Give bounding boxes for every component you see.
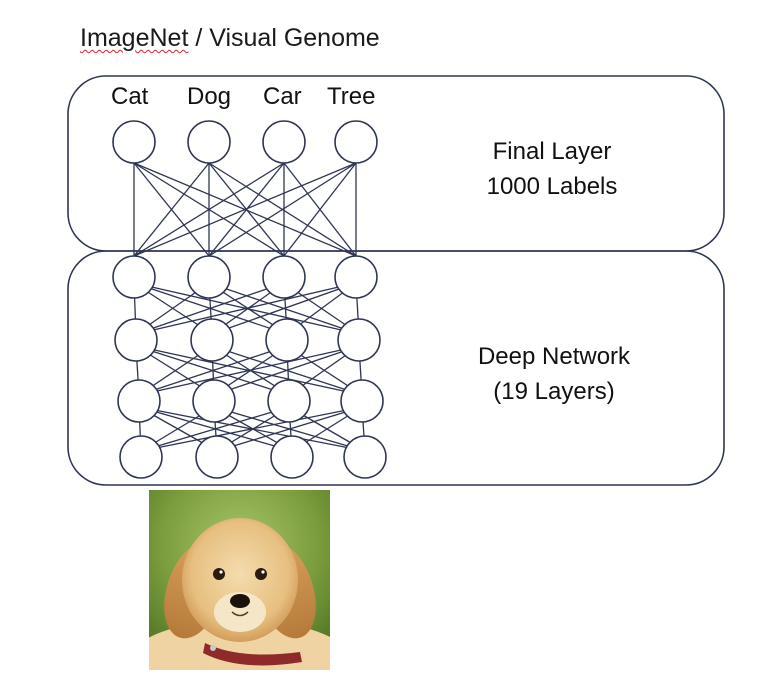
edge-l1-n4-n3 bbox=[283, 162, 357, 257]
title-imagenet: ImageNet bbox=[80, 24, 189, 52]
edge-l4-n3-n1 bbox=[140, 406, 290, 452]
node-layer3-3 bbox=[265, 318, 309, 362]
node-layer2-2 bbox=[187, 255, 231, 299]
node-layer1-3 bbox=[262, 120, 306, 164]
edge-l2-n4-n1 bbox=[135, 282, 357, 335]
node-layer4-1 bbox=[117, 379, 161, 423]
deep-network-caption-line1: Deep Network bbox=[477, 343, 631, 370]
node-layer2-4 bbox=[334, 255, 378, 299]
node-layer5-2 bbox=[195, 435, 239, 479]
edge-l1-n2-n1 bbox=[133, 162, 210, 257]
label-cat: Cat bbox=[111, 83, 149, 110]
deep-network-caption: Deep Network (19 Layers) bbox=[444, 339, 664, 409]
node-layer1-1 bbox=[112, 120, 156, 164]
node-layer2-3 bbox=[262, 255, 306, 299]
node-layer3-2 bbox=[190, 318, 234, 362]
network-nodes bbox=[112, 120, 387, 479]
edge-l1-n4-n1 bbox=[133, 162, 357, 257]
edge-l3-n4-n2 bbox=[213, 345, 360, 396]
network-edges bbox=[133, 162, 366, 452]
node-layer1-4 bbox=[334, 120, 378, 164]
node-layer2-1 bbox=[112, 255, 156, 299]
label-car: Car bbox=[263, 83, 302, 110]
edge-l1-n4-n2 bbox=[208, 162, 357, 257]
node-layer5-4 bbox=[343, 435, 387, 479]
node-layer5-1 bbox=[119, 435, 163, 479]
label-tree: Tree bbox=[327, 83, 376, 110]
edge-l4-n4-n1 bbox=[140, 406, 363, 452]
edge-l4-n4-n2 bbox=[216, 406, 363, 452]
node-layer1-2 bbox=[187, 120, 231, 164]
final-layer-caption: Final Layer 1000 Labels bbox=[452, 134, 652, 204]
node-layer3-4 bbox=[337, 318, 381, 362]
puppy-photo bbox=[149, 490, 330, 670]
edge-l2-n4-n2 bbox=[211, 282, 357, 335]
deep-network-box bbox=[67, 250, 725, 486]
title-visual-genome: / Visual Genome bbox=[188, 24, 380, 52]
deep-network-caption-line2: (19 Layers) bbox=[493, 378, 615, 405]
edge-l1-n3-n1 bbox=[133, 162, 285, 257]
edge-l2-n3-n1 bbox=[135, 282, 285, 335]
node-layer4-4 bbox=[340, 379, 384, 423]
node-layer5-3 bbox=[270, 435, 314, 479]
node-layer3-1 bbox=[114, 318, 158, 362]
node-layer4-2 bbox=[192, 379, 236, 423]
edge-l3-n3-n1 bbox=[138, 345, 288, 396]
dataset-title: ImageNet / Visual Genome bbox=[80, 24, 380, 53]
label-dog: Dog bbox=[187, 83, 232, 110]
node-layer4-3 bbox=[267, 379, 311, 423]
final-layer-caption-line2: 1000 Labels bbox=[486, 173, 618, 200]
final-layer-caption-line1: Final Layer bbox=[492, 138, 612, 165]
edge-l3-n4-n1 bbox=[138, 345, 360, 396]
